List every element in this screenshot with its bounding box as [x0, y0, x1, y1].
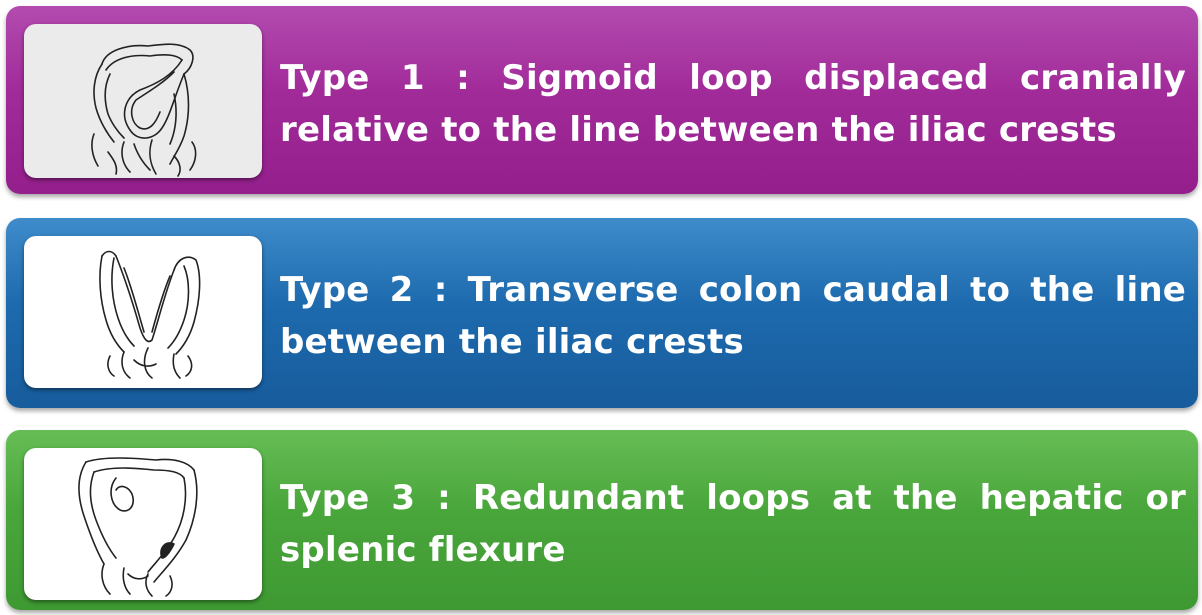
- type-2-caption: Type 2 : Transverse colon caudal to the …: [280, 270, 1186, 362]
- type-3-caption: Type 3 : Redundant loops at the hepatic …: [280, 478, 1186, 570]
- type-1-caption: Type 1 : Sigmoid loop displaced craniall…: [280, 58, 1186, 150]
- type-1-panel: Type 1 : Sigmoid loop displaced craniall…: [6, 6, 1198, 194]
- colon-type-2-illustration: [24, 236, 262, 388]
- type-3-panel: Type 3 : Redundant loops at the hepatic …: [6, 430, 1198, 610]
- type-2-panel: Type 2 : Transverse colon caudal to the …: [6, 218, 1198, 408]
- colon-type-1-illustration: [24, 24, 262, 178]
- colon-type-3-illustration: [24, 448, 262, 600]
